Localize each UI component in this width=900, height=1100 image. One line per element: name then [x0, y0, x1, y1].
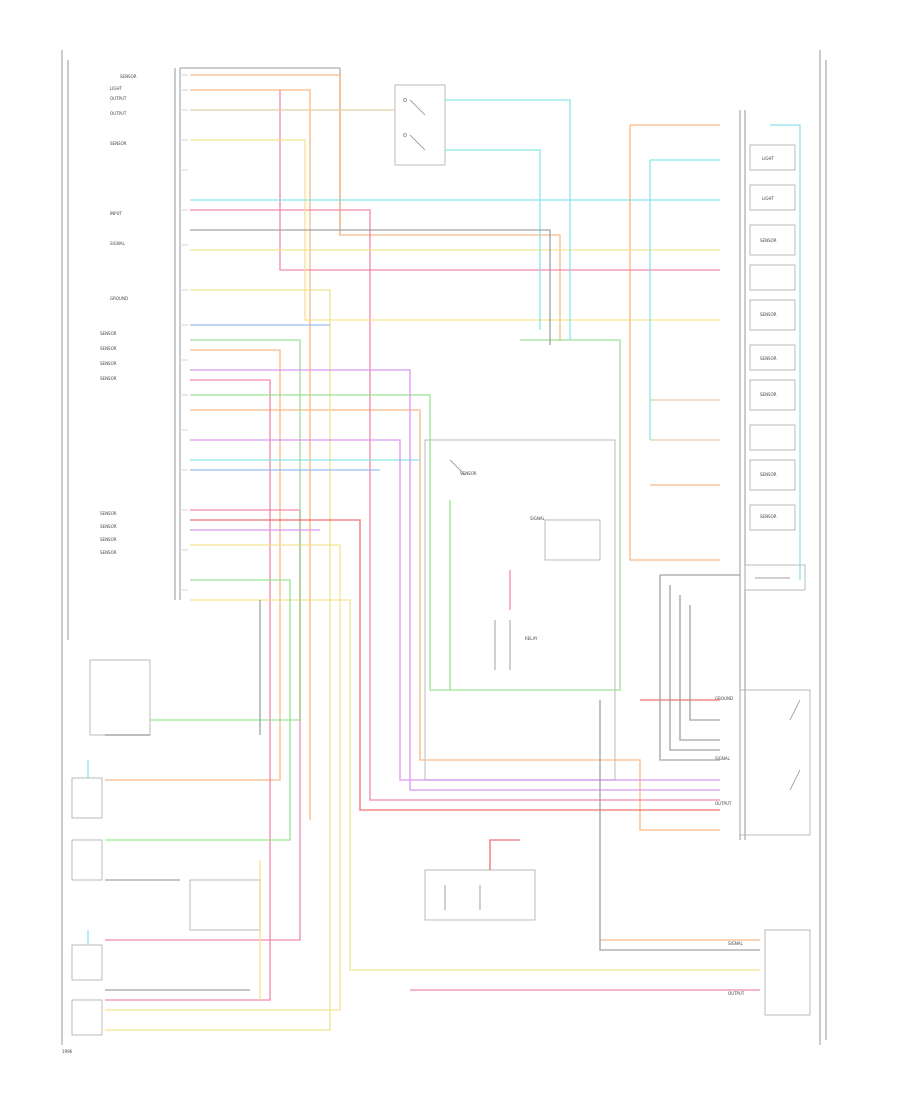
- right-component-label: SENSOR: [760, 472, 777, 477]
- wire-cyan: [445, 99, 571, 340]
- left-pin-labels: SENSOR LIGHT OUTPUT OUTPUT SENSOR INPUT …: [100, 74, 137, 555]
- left-pin-label: SENSOR: [100, 537, 117, 542]
- left-pin-label: SENSOR: [110, 141, 127, 146]
- left-pin-ticks: [182, 74, 188, 591]
- left-pin-label: OUTPUT: [110, 96, 127, 101]
- center-module: SENSOR SIGNAL RELAY: [424, 439, 616, 781]
- wire-green: [190, 339, 621, 691]
- wire-green: [105, 579, 291, 841]
- right-component-label: LIGHT: [762, 156, 775, 161]
- right-component-label: SENSOR: [760, 392, 777, 397]
- right-component-label: SENSOR: [760, 312, 777, 317]
- bottom-center-component: [424, 869, 536, 921]
- wire-yellow: [105, 289, 331, 1031]
- frame: [61, 50, 827, 1045]
- wire-orange: [105, 349, 281, 781]
- right-controller: GROUND SIGNAL OUTPUT: [715, 564, 811, 836]
- bottom-right-label: SIGNAL: [728, 941, 744, 946]
- left-pin-label: GROUND: [110, 296, 128, 301]
- left-pin-label: SENSOR: [100, 376, 117, 381]
- right-controller-label: SIGNAL: [715, 756, 731, 761]
- page-number: 1996: [62, 1049, 73, 1054]
- wire-gray: [669, 585, 720, 751]
- left-pin-label: OUTPUT: [110, 111, 127, 116]
- left-pin-label: SENSOR: [100, 524, 117, 529]
- wire-gray: [679, 595, 720, 741]
- wire-gray: [190, 229, 551, 345]
- wire-orange: [190, 409, 720, 831]
- wire-orange: [629, 125, 720, 561]
- wire-orange: [190, 74, 561, 340]
- bottom-right-connector: SIGNAL OUTPUT: [728, 929, 811, 1016]
- wire-violet: [190, 369, 720, 791]
- left-pin-label: SENSOR: [100, 511, 117, 516]
- wire-cyan: [770, 124, 801, 580]
- wire-pink: [279, 90, 720, 271]
- wire-red: [190, 519, 720, 811]
- top-switch: [394, 84, 446, 166]
- wire-pink: [105, 509, 301, 941]
- wire-yellow: [105, 544, 341, 1011]
- wire-violet: [190, 439, 720, 781]
- right-component-label: SENSOR: [760, 356, 777, 361]
- wire-gray: [659, 575, 720, 761]
- left-pin-label: INPUT: [110, 211, 123, 216]
- wire-gray: [689, 605, 720, 721]
- left-pin-label: SIGNAL: [110, 241, 126, 246]
- wire-orange: [190, 89, 311, 820]
- left-pin-label: SENSOR: [100, 346, 117, 351]
- wires: [87, 74, 801, 1031]
- left-pin-label: SENSOR: [120, 74, 137, 79]
- center-label: SENSOR: [460, 471, 477, 476]
- left-pin-label: SENSOR: [100, 550, 117, 555]
- center-label: RELAY: [525, 636, 538, 641]
- right-controller-label: GROUND: [715, 696, 733, 701]
- right-component-label: SENSOR: [760, 514, 777, 519]
- bottom-right-label: OUTPUT: [728, 991, 745, 996]
- right-component-label: SENSOR: [760, 238, 777, 243]
- center-label: SIGNAL: [530, 516, 546, 521]
- left-pin-label: SENSOR: [100, 361, 117, 366]
- wire-red: [489, 839, 520, 870]
- left-pin-label: LIGHT: [110, 86, 123, 91]
- right-components: LIGHT LIGHT SENSOR SENSOR SENSOR SENSOR …: [739, 110, 796, 840]
- wire-gray: [599, 700, 760, 951]
- right-controller-label: OUTPUT: [715, 801, 732, 806]
- left-pin-label: SENSOR: [100, 331, 117, 336]
- wire-yellow: [190, 599, 760, 971]
- bottom-left-sensors: [71, 659, 261, 1036]
- right-component-label: LIGHT: [762, 196, 775, 201]
- wire-pink: [105, 379, 271, 1001]
- wire-cyan: [445, 149, 541, 330]
